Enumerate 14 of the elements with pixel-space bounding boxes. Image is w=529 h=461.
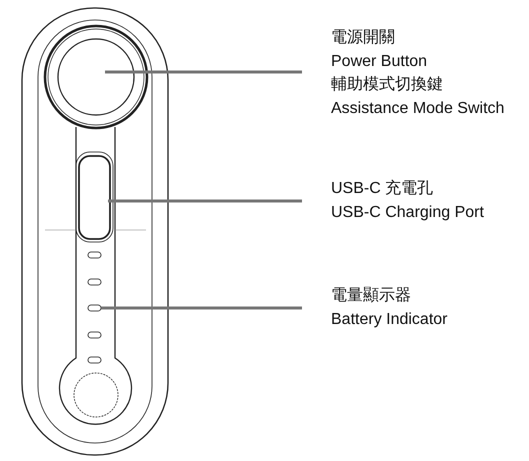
label-text: USB-C Charging Port (331, 202, 484, 223)
label-text: Battery Indicator (331, 310, 448, 330)
indicator-light (88, 304, 102, 312)
label-text: 輔助模式切換鍵 (331, 74, 444, 96)
label-text: USB-C 充電孔 (331, 178, 434, 199)
leader-line (108, 200, 302, 202)
power-button (57, 38, 135, 116)
leader-line (105, 70, 302, 74)
label-text: Power Button (331, 52, 428, 72)
label-text: 電量顯示器 (331, 286, 412, 306)
label-text: 電源開關 (331, 28, 396, 48)
leader-line (101, 306, 302, 310)
charging-port (78, 155, 111, 240)
label-text: Assistance Mode Switch (331, 99, 504, 120)
